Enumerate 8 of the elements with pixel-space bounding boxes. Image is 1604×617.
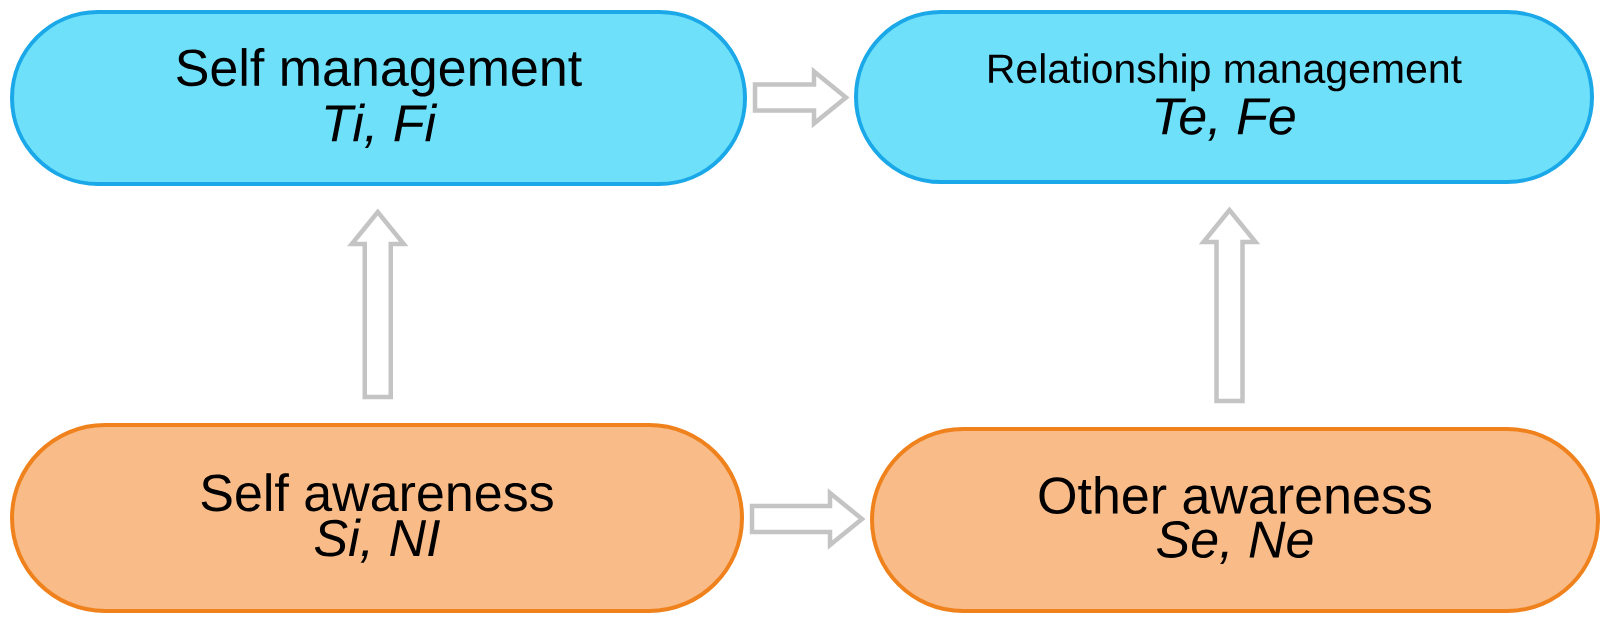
block-arrow (347, 208, 409, 400)
block-arrow (1198, 206, 1261, 404)
block-arrow (752, 66, 850, 129)
rounded-box: Self management Ti, Fi (10, 10, 747, 186)
rounded-box: Relationship management Te, Fe (854, 10, 1594, 184)
rounded-box: Self awareness Si, NI (10, 423, 744, 613)
block-arrow (749, 488, 866, 550)
rounded-box: Other awareness Se, Ne (870, 427, 1600, 613)
